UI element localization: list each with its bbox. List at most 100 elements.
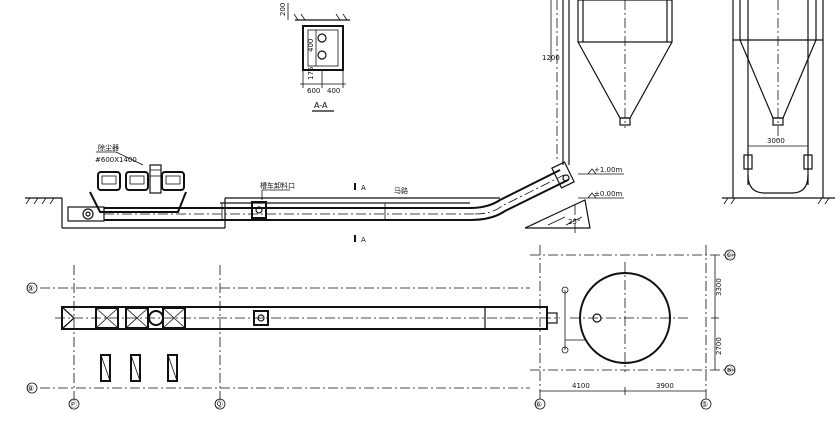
hopper-plan-1 — [100, 354, 111, 382]
collector-window — [165, 175, 181, 185]
flange-left — [743, 154, 753, 170]
feed-hopper — [89, 191, 187, 213]
cross-line — [95, 307, 119, 329]
incline-top — [469, 169, 561, 209]
axis-q: Ⓠ — [215, 400, 223, 409]
axis-b: Ⓑ — [725, 366, 733, 375]
head-pulley — [562, 174, 570, 182]
hatch-mark — [824, 197, 830, 205]
pit-wall — [302, 25, 344, 71]
hatch-mark — [300, 13, 306, 21]
drive-hub — [85, 211, 91, 217]
dim-400-horizontal: 400 — [327, 87, 340, 95]
port-circle — [257, 314, 265, 322]
plan-view: ⑨ ⑧ Ⓟ Ⓠ — [26, 245, 736, 410]
tail-end — [61, 306, 75, 330]
level-triangle — [587, 192, 597, 199]
hatch-mark — [342, 13, 348, 21]
hopper-plan-3 — [167, 354, 178, 382]
hatch-mark — [531, 220, 541, 226]
axis-bubble — [26, 382, 38, 394]
pipe-circle-bottom — [317, 50, 327, 60]
hopper-diag — [167, 354, 178, 382]
flange-right — [803, 154, 813, 170]
dust-collector-3 — [161, 171, 185, 191]
hatch-mark — [293, 13, 299, 21]
hatch-mark — [25, 197, 31, 205]
head-station — [551, 161, 575, 189]
level-zero: ±0.00m — [594, 190, 622, 198]
dust-collector-group: 除尘器 #600X1400 — [95, 143, 185, 194]
dim-3000: 3000 — [767, 137, 785, 145]
bottom-loop — [747, 174, 809, 194]
silo-front-view: 3000 — [722, 0, 835, 205]
dim-175: 175 — [307, 67, 315, 80]
drive-wheel — [82, 208, 94, 220]
axis-6: ⑥ — [535, 400, 542, 409]
unload-port-plan — [253, 310, 269, 326]
dim-2700: 2700 — [715, 337, 723, 355]
silo-front-outlet — [772, 117, 784, 126]
angle-25: 25° — [568, 218, 580, 226]
hatch-mark — [49, 197, 55, 205]
section-a-a: 200 400 175 600 400 A-A — [279, 3, 350, 112]
incline-bottom — [469, 179, 569, 221]
hatch-mark — [335, 13, 341, 21]
collector-window — [101, 175, 117, 185]
cross-line — [125, 307, 149, 329]
silo-inlet-circle — [592, 313, 602, 323]
silo-side-view: 1200 — [542, 0, 673, 165]
hopper-diag — [130, 354, 141, 382]
section-mark-a-top: A — [361, 184, 366, 192]
section-title-aa: A-A — [314, 101, 328, 110]
axis-9: ⑨ — [27, 284, 34, 293]
dim-4100: 4100 — [572, 382, 590, 390]
ramp-wedge — [524, 199, 591, 229]
axis-p: Ⓟ — [69, 400, 77, 409]
axis-bubble — [724, 249, 736, 261]
section-mark-a-bottom: A — [361, 236, 366, 244]
axis-bubble — [26, 282, 38, 294]
dust-collector-label: 除尘器 — [98, 143, 119, 152]
silo-outlet — [619, 117, 631, 126]
filter-stack — [149, 164, 162, 194]
pipe-circle-top — [317, 33, 327, 43]
incline-center — [474, 174, 565, 215]
axis-8: ⑧ — [27, 384, 34, 393]
hatch-mark — [723, 197, 729, 205]
pit-inner — [307, 29, 339, 67]
leader-line — [115, 151, 144, 166]
discharge-box — [546, 312, 558, 324]
hopper-diag — [100, 354, 111, 382]
dim-3900: 3900 — [656, 382, 674, 390]
dust-collector-2 — [125, 171, 149, 191]
truck-unload-label: 槽车卸料口 — [260, 181, 295, 190]
hatch-mark — [565, 216, 583, 226]
filter-box-1 — [95, 307, 119, 329]
axis-c: Ⓒ — [725, 251, 733, 260]
axis-bubble — [68, 398, 80, 410]
dim-3300: 3300 — [715, 278, 723, 296]
hatch-mark — [547, 216, 566, 226]
hatch-mark — [33, 197, 39, 205]
axis-bubble — [534, 398, 546, 410]
truck-unload-port — [251, 201, 267, 219]
dim-600: 600 — [307, 87, 320, 95]
filter-box-3 — [162, 307, 186, 329]
dust-collector-size: #600X1400 — [95, 156, 137, 164]
port-circle — [255, 206, 263, 214]
elevation-view: 除尘器 #600X1400 槽车卸料口 A A 马路 — [25, 143, 624, 244]
level-triangle — [587, 168, 597, 175]
dim-400-vertical: 400 — [307, 39, 315, 52]
hatch-mark — [41, 197, 47, 205]
axis-5: ⑤ — [701, 400, 708, 409]
hatch-mark — [730, 197, 736, 205]
level-plus-1: +1.00m — [594, 166, 622, 174]
axis-bubble — [724, 364, 736, 376]
collector-window — [129, 175, 145, 185]
dim-200: 200 — [279, 3, 287, 16]
cross-line — [162, 307, 186, 329]
road-label: 马路 — [394, 186, 408, 195]
axis-bubble — [214, 398, 226, 410]
